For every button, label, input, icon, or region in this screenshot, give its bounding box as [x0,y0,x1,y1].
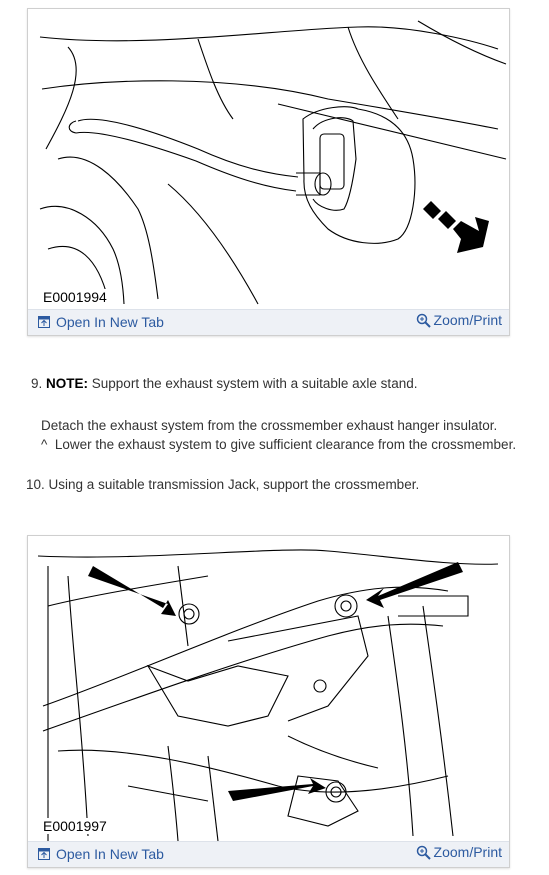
note-text: Support the exhaust system with a suitab… [88,376,418,391]
crossmember-illustration [37,549,499,842]
step-10: 10. Using a suitable transmission Jack, … [26,477,419,492]
exhaust-hanger-illustration [39,20,507,305]
zoom-print-link[interactable]: Zoom/Print [416,312,502,328]
open-in-new-tab-link[interactable]: Open In New Tab [38,314,164,330]
zoom-print-label: Zoom/Print [433,312,502,328]
step-9-detail: Detach the exhaust system from the cross… [41,418,498,433]
zoom-icon [416,313,431,328]
figure-code: E0001997 [41,818,109,834]
step-text: Using a suitable transmission Jack, supp… [48,477,420,492]
figure-code: E0001994 [41,289,109,305]
bullet-marker: ^ [41,437,48,452]
step-number: 9. [31,376,43,391]
open-in-new-tab-label: Open In New Tab [56,314,164,330]
figure-crossmember-bolts: E0001997 Open In New Tab Zoom/Print [27,535,510,868]
open-new-tab-icon [38,848,50,860]
zoom-print-label: Zoom/Print [433,844,502,860]
figure-toolbar: Open In New Tab Zoom/Print [28,309,509,335]
note-label: NOTE: [46,376,89,391]
step-9-note: 9. NOTE: Support the exhaust system with… [31,376,417,391]
step-number: 10. [26,477,45,492]
bullet-text: Lower the exhaust system to give suffici… [54,437,517,452]
open-new-tab-icon [38,316,50,328]
open-in-new-tab-label: Open In New Tab [56,846,164,862]
open-in-new-tab-link[interactable]: Open In New Tab [38,846,164,862]
figure-toolbar: Open In New Tab Zoom/Print [28,841,509,867]
zoom-print-link[interactable]: Zoom/Print [416,844,502,860]
zoom-icon [416,845,431,860]
figure-exhaust-hanger: E0001994 Open In New Tab Zoom/Print [27,8,510,336]
step-9-bullet: ^ Lower the exhaust system to give suffi… [41,437,516,452]
